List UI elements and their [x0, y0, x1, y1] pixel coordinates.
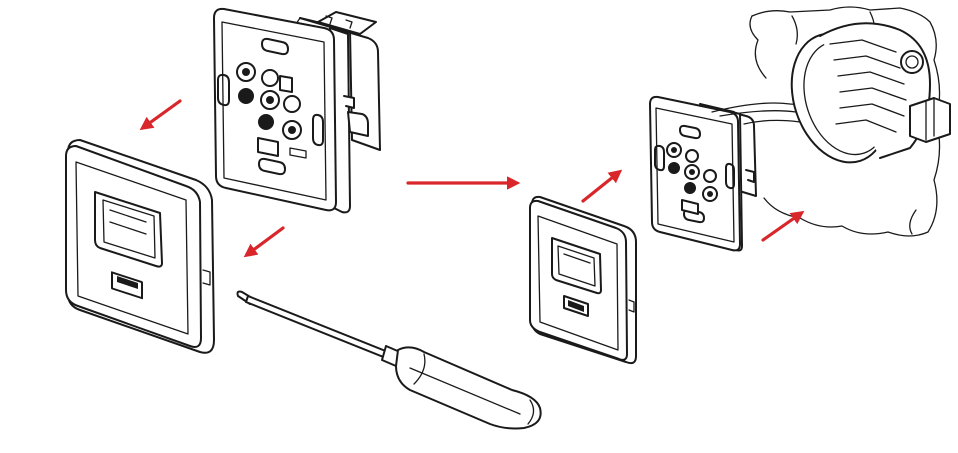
arrow-install-module: [761, 210, 805, 242]
arrow-remove-cover-1: [139, 99, 182, 131]
arrow-remove-cover-2: [243, 226, 285, 258]
wall-junction-box: [749, 6, 951, 237]
mounting-module-installed: [649, 95, 831, 252]
mounting-module-back: [213, 7, 381, 214]
arrows-layer: [139, 99, 805, 258]
motion-sensor-cover-large: [65, 139, 215, 354]
screwdriver: [236, 290, 542, 430]
motion-sensor-cover-small: [529, 195, 637, 365]
arrow-install-cover: [581, 169, 623, 203]
